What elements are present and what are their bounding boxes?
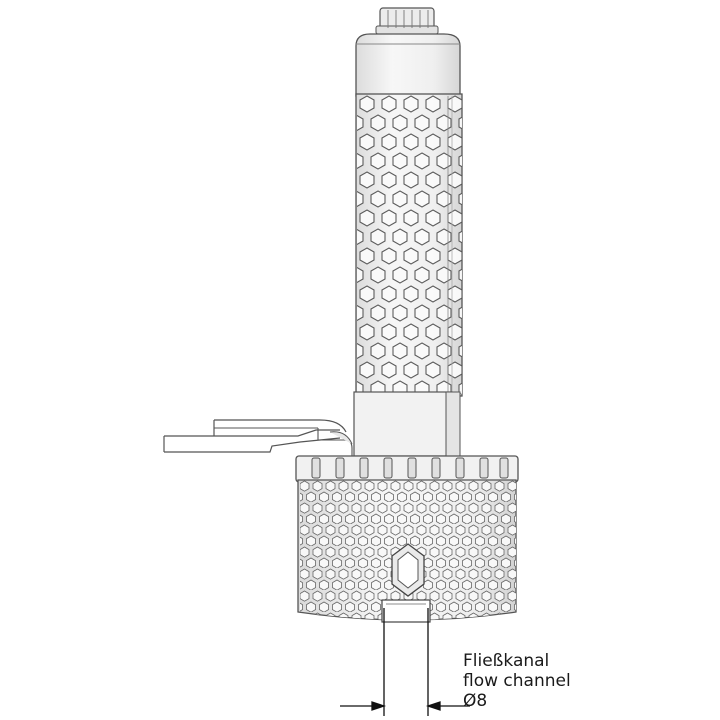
filter-tube: [353, 33, 463, 457]
filter-base: [295, 455, 519, 623]
flow-channel-label-en: flow channel: [463, 671, 571, 691]
diameter-dimension: [340, 608, 470, 716]
arrow-left: [371, 701, 387, 711]
flow-channel-label-de: Fließkanal: [463, 651, 550, 671]
arrow-right: [425, 701, 441, 711]
top-connector: [375, 7, 439, 35]
base-notches: [311, 457, 509, 479]
side-pipes: [163, 419, 353, 456]
diameter-label: Ø8: [463, 691, 488, 711]
